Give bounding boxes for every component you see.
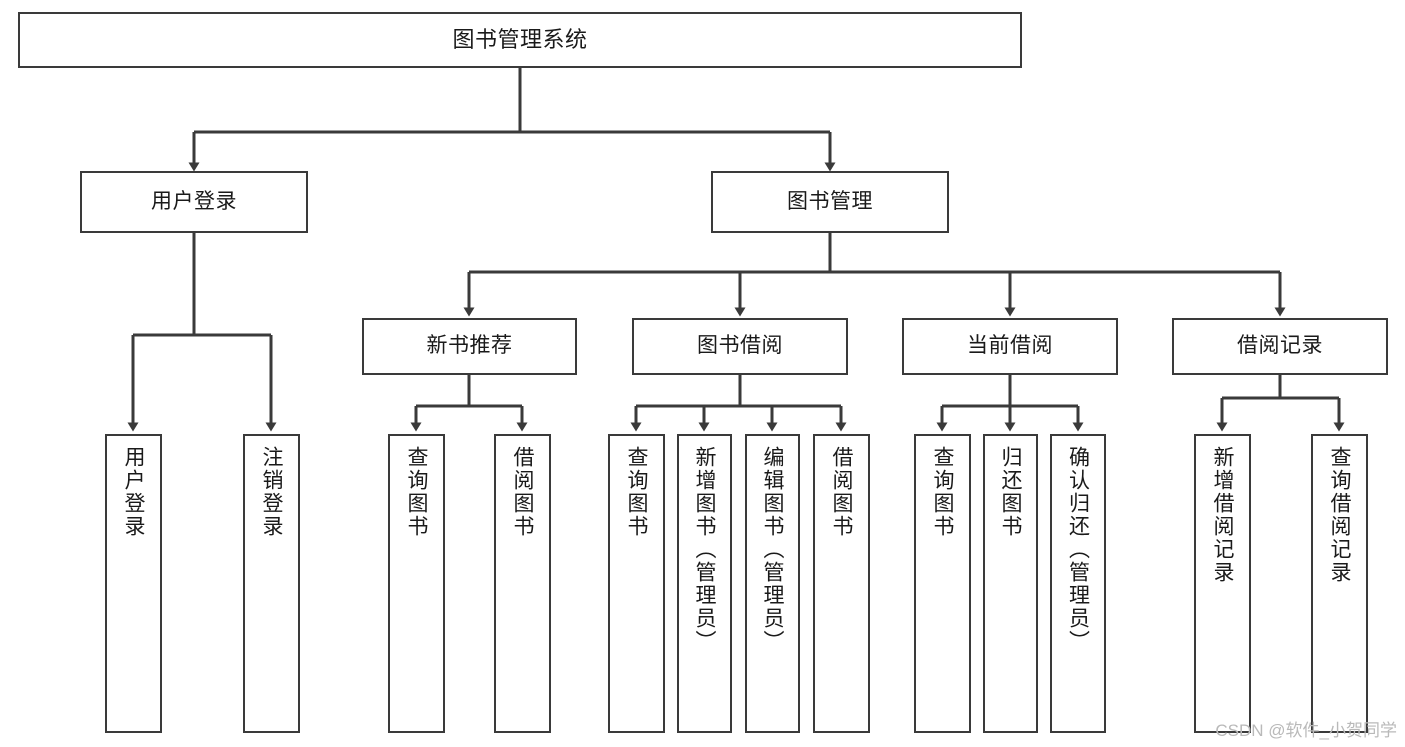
node-label: 查询图书 <box>625 446 648 538</box>
leaf-query-borrow-record[interactable]: 查询借阅记录 <box>1311 434 1368 733</box>
node-label: 用户登录 <box>122 446 145 538</box>
leaf-return-book[interactable]: 归还图书 <box>983 434 1038 733</box>
node-label: 借阅图书 <box>830 446 853 538</box>
leaf-query-book-recommend[interactable]: 查询图书 <box>388 434 445 733</box>
leaf-add-borrow-record[interactable]: 新增借阅记录 <box>1194 434 1251 733</box>
node-label: 用户登录 <box>151 189 237 213</box>
node-borrow-records[interactable]: 借阅记录 <box>1172 318 1388 375</box>
leaf-query-book-borrow[interactable]: 查询图书 <box>608 434 665 733</box>
node-label: 新增图书（管理员） <box>693 446 716 653</box>
node-current-borrowing[interactable]: 当前借阅 <box>902 318 1118 375</box>
node-label: 新书推荐 <box>426 334 513 358</box>
node-label: 图书借阅 <box>697 334 783 358</box>
node-user-login[interactable]: 用户登录 <box>80 171 308 233</box>
node-label: 归还图书 <box>999 446 1022 538</box>
node-label: 新增借阅记录 <box>1211 446 1234 584</box>
node-label: 查询借阅记录 <box>1328 446 1351 584</box>
node-label: 图书管理 <box>787 189 873 213</box>
leaf-logout[interactable]: 注销登录 <box>243 434 300 733</box>
node-label: 借阅图书 <box>511 446 534 538</box>
node-label: 编辑图书（管理员） <box>761 446 784 653</box>
leaf-edit-book-admin[interactable]: 编辑图书（管理员） <box>745 434 800 733</box>
leaf-query-book-current[interactable]: 查询图书 <box>914 434 971 733</box>
leaf-add-book-admin[interactable]: 新增图书（管理员） <box>677 434 732 733</box>
leaf-borrow-book[interactable]: 借阅图书 <box>813 434 870 733</box>
csdn-watermark: CSDN @软件_小贺同学 <box>1215 721 1397 740</box>
node-label: 确认归还（管理员） <box>1066 446 1090 653</box>
node-new-book-recommendation[interactable]: 新书推荐 <box>362 318 577 375</box>
node-book-borrowing[interactable]: 图书借阅 <box>632 318 848 375</box>
node-label: 查询图书 <box>931 446 954 538</box>
leaf-borrow-book-recommend[interactable]: 借阅图书 <box>494 434 551 733</box>
node-root-book-management-system[interactable]: 图书管理系统 <box>18 12 1022 68</box>
leaf-user-login[interactable]: 用户登录 <box>105 434 162 733</box>
node-book-management[interactable]: 图书管理 <box>711 171 949 233</box>
node-label: 借阅记录 <box>1237 334 1323 358</box>
node-label: 图书管理系统 <box>452 27 588 53</box>
leaf-confirm-return-admin[interactable]: 确认归还（管理员） <box>1050 434 1106 733</box>
node-label: 查询图书 <box>405 446 428 538</box>
node-label: 当前借阅 <box>967 334 1053 358</box>
node-label: 注销登录 <box>260 446 283 538</box>
